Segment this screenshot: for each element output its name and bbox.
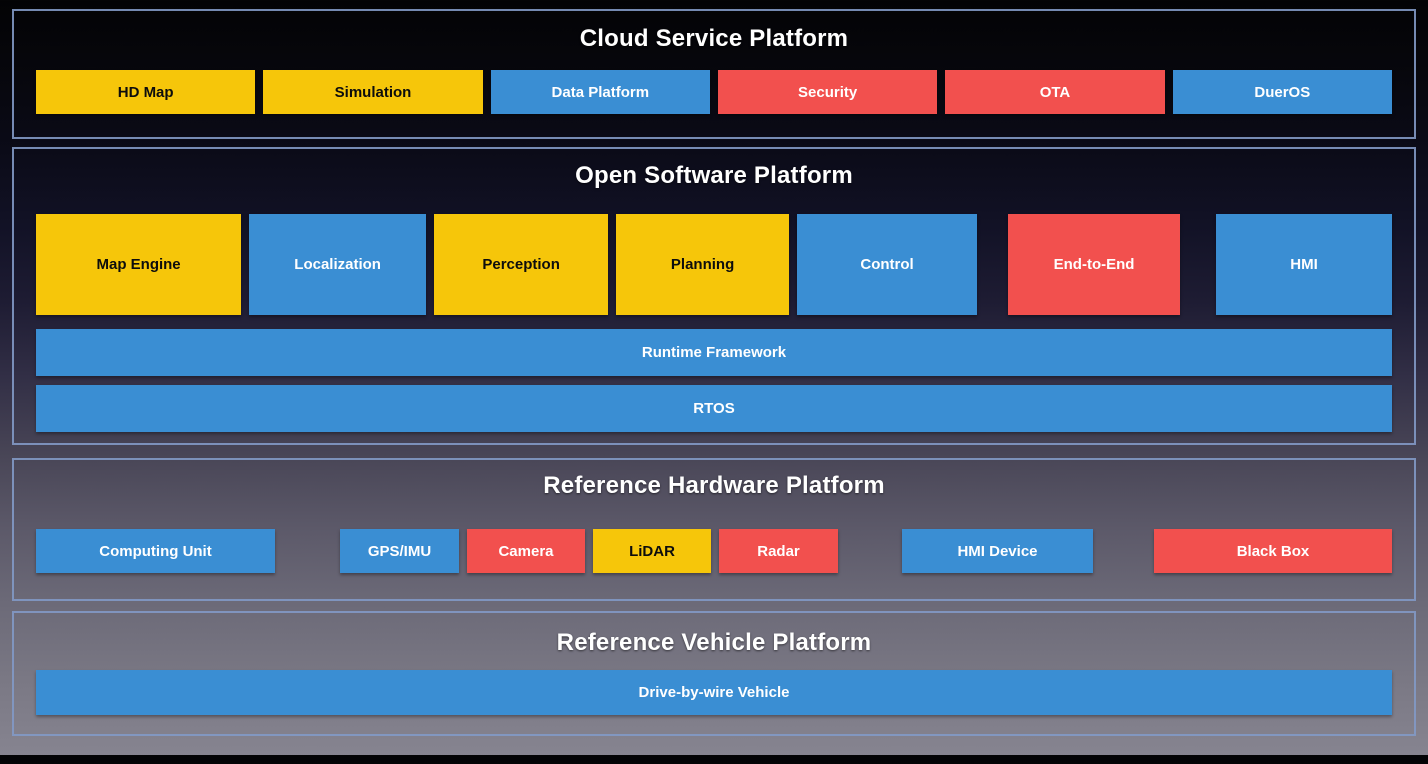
- box-data-platform: Data Platform: [490, 70, 710, 114]
- box-simulation: Simulation: [263, 70, 483, 114]
- box-gps-imu: GPS/IMU: [340, 529, 459, 573]
- cloud-services-row: HD Map Simulation Data Platform Security…: [36, 70, 1392, 114]
- box-planning: Planning: [616, 214, 790, 315]
- section-title-reference-hardware-platform: Reference Hardware Platform: [543, 472, 885, 499]
- box-localization: Localization: [249, 214, 427, 315]
- box-dueros: DuerOS: [1172, 70, 1392, 114]
- box-lidar: LiDAR: [593, 529, 711, 573]
- section-title-cloud-service-platform: Cloud Service Platform: [579, 25, 849, 52]
- box-hmi-device: HMI Device: [902, 529, 1093, 573]
- section-open-software-platform: Open Software Platform Map Engine Locali…: [12, 147, 1416, 445]
- section-title-reference-vehicle-platform: Reference Vehicle Platform: [556, 629, 872, 656]
- box-black-box: Black Box: [1154, 529, 1392, 573]
- architecture-diagram: Cloud Service Platform HD Map Simulation…: [0, 9, 1428, 764]
- software-modules-row: Map Engine Localization Perception Plann…: [36, 214, 1392, 315]
- bar-rtos: RTOS: [36, 385, 1392, 432]
- box-security: Security: [717, 70, 938, 114]
- section-reference-vehicle-platform: Reference Vehicle Platform Drive-by-wire…: [12, 611, 1416, 736]
- section-reference-hardware-platform: Reference Hardware Platform Computing Un…: [12, 458, 1416, 601]
- box-perception: Perception: [434, 214, 609, 315]
- bar-runtime-framework: Runtime Framework: [36, 329, 1392, 376]
- box-hd-map: HD Map: [36, 70, 256, 114]
- hardware-row: Computing Unit GPS/IMU Camera LiDAR Rada…: [36, 529, 1392, 573]
- box-radar: Radar: [719, 529, 838, 573]
- box-computing-unit: Computing Unit: [36, 529, 275, 573]
- box-end-to-end: End-to-End: [1008, 214, 1181, 315]
- box-hmi: HMI: [1216, 214, 1392, 315]
- box-control: Control: [797, 214, 978, 315]
- box-camera: Camera: [467, 529, 585, 573]
- section-title-open-software-platform: Open Software Platform: [575, 162, 853, 189]
- bar-drive-by-wire-vehicle: Drive-by-wire Vehicle: [36, 670, 1392, 715]
- box-map-engine: Map Engine: [36, 214, 242, 315]
- section-cloud-service-platform: Cloud Service Platform HD Map Simulation…: [12, 9, 1416, 139]
- box-ota: OTA: [945, 70, 1165, 114]
